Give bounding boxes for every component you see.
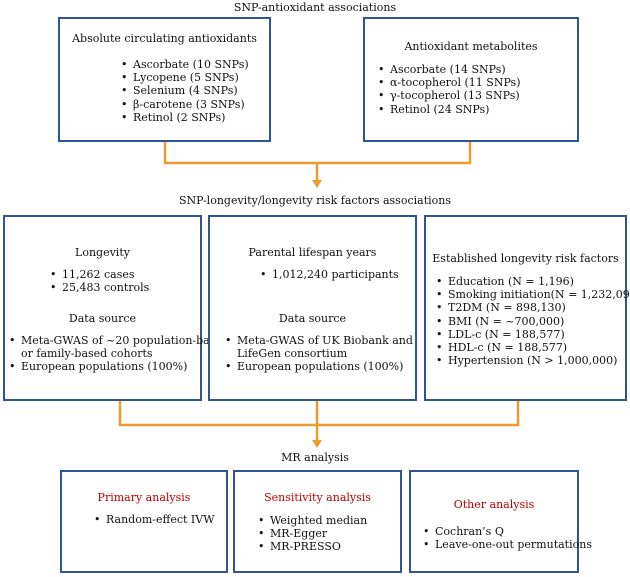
section-title-mr-analysis: MR analysis <box>281 451 349 464</box>
list-item: Hypertension (N > 1,000,000) <box>436 354 630 367</box>
box-primary-analysis: Primary analysis Random-effect IVW <box>60 470 228 573</box>
primary-list: Random-effect IVW <box>94 513 215 526</box>
list-item: or family-based cohorts <box>9 347 229 360</box>
list-item: Ascorbate (10 SNPs) <box>121 58 249 71</box>
box-title: Longevity <box>75 246 130 259</box>
data-source-title: Data source <box>68 312 137 325</box>
list-item: 25,483 controls <box>50 281 149 294</box>
list-item: LDL-c (N = 188,577) <box>436 328 630 341</box>
box-title: Absolute circulating antioxidants <box>72 32 257 45</box>
list-item: BMI (N = ~700,000) <box>436 315 630 328</box>
box-title: Antioxidant metabolites <box>404 40 538 53</box>
box-risk-factors: Established longevity risk factors Educa… <box>424 215 630 401</box>
list-item: γ-tocopherol (13 SNPs) <box>378 89 521 102</box>
list-item: T2DM (N = 898,130) <box>436 301 630 314</box>
parental-list: 1,012,240 participants <box>260 268 399 281</box>
list-item: Retinol (2 SNPs) <box>121 111 249 124</box>
arrow-down-1 <box>312 180 322 188</box>
box-title: Sensitivity analysis <box>264 491 371 504</box>
box-antioxidant-metabolites: Antioxidant metabolites Ascorbate (14 SN… <box>363 17 579 142</box>
connector-middle <box>118 400 520 442</box>
list-item: Meta-GWAS of UK Biobank and <box>225 334 413 347</box>
list-item: European populations (100%) <box>9 360 229 373</box>
list-item: Random-effect IVW <box>94 513 215 526</box>
list-item: LifeGen consortium <box>225 347 413 360</box>
list-item: MR-PRESSO <box>258 540 367 553</box>
box-title: Primary analysis <box>97 491 191 504</box>
box-title: Other analysis <box>453 498 535 511</box>
list-item: Weighted median <box>258 514 367 527</box>
metabolite-list: Ascorbate (14 SNPs) α-tocopherol (11 SNP… <box>378 63 521 116</box>
box-title: Parental lifespan years <box>248 246 377 259</box>
section-title-snp-antioxidant: SNP-antioxidant associations <box>233 1 397 14</box>
list-item: Smoking initiation(N = 1,232,091) <box>436 288 630 301</box>
list-item: MR-Egger <box>258 527 367 540</box>
section-title-snp-longevity: SNP-longevity/longevity risk factors ass… <box>179 194 451 207</box>
list-item: Ascorbate (14 SNPs) <box>378 63 521 76</box>
list-item: European populations (100%) <box>225 360 413 373</box>
list-item: Cochran’s Q <box>423 525 592 538</box>
list-item: 1,012,240 participants <box>260 268 399 281</box>
list-item: Lycopene (5 SNPs) <box>121 71 249 84</box>
arrow-down-2 <box>312 440 322 448</box>
longevity-source-list: Meta-GWAS of ~20 population-based or fam… <box>9 334 229 374</box>
list-item: Leave-one-out permutations <box>423 538 592 551</box>
risk-factor-list: Education (N = 1,196) Smoking initiation… <box>436 275 630 368</box>
list-item: 11,262 cases <box>50 268 149 281</box>
longevity-list: 11,262 cases 25,483 controls <box>50 268 149 295</box>
list-item: Education (N = 1,196) <box>436 275 630 288</box>
list-item: β-carotene (3 SNPs) <box>121 98 249 111</box>
list-item: Selenium (4 SNPs) <box>121 84 249 97</box>
list-item: Retinol (24 SNPs) <box>378 103 521 116</box>
box-absolute-antioxidants: Absolute circulating antioxidants Ascorb… <box>58 17 271 142</box>
connector-top <box>163 141 472 183</box>
other-list: Cochran’s Q Leave-one-out permutations <box>423 525 592 552</box>
antioxidant-list: Ascorbate (10 SNPs) Lycopene (5 SNPs) Se… <box>121 58 249 124</box>
sensitivity-list: Weighted median MR-Egger MR-PRESSO <box>258 514 367 554</box>
list-item: Meta-GWAS of ~20 population-based <box>9 334 229 347</box>
box-parental-lifespan: Parental lifespan years 1,012,240 partic… <box>208 215 417 401</box>
list-item-continuation: LifeGen consortium <box>237 347 348 361</box>
list-item: HDL-c (N = 188,577) <box>436 341 630 354</box>
box-title: Established longevity risk factors <box>432 252 619 265</box>
list-item-continuation: or family-based cohorts <box>21 347 153 361</box>
parental-source-list: Meta-GWAS of UK Biobank and LifeGen cons… <box>225 334 413 374</box>
list-item: α-tocopherol (11 SNPs) <box>378 76 521 89</box>
box-other-analysis: Other analysis Cochran’s Q Leave-one-out… <box>409 470 592 573</box>
box-sensitivity-analysis: Sensitivity analysis Weighted median MR-… <box>233 470 402 573</box>
data-source-title: Data source <box>278 312 347 325</box>
box-longevity: Longevity 11,262 cases 25,483 controls D… <box>3 215 229 401</box>
